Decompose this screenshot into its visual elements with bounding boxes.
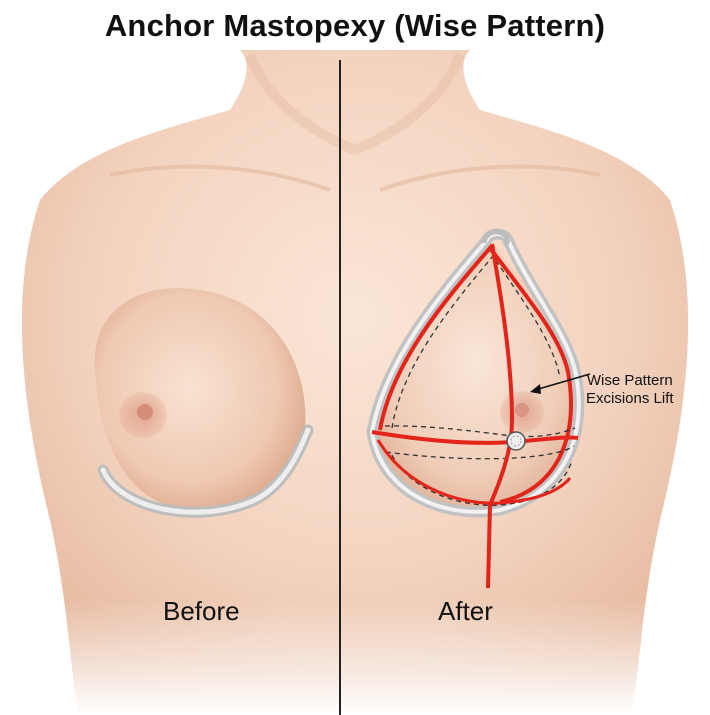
neck-shadow (245, 53, 465, 156)
callout-line-2: Excisions Lift (586, 390, 674, 407)
diagram-title: Anchor Mastopexy (Wise Pattern) (104, 8, 606, 43)
callout-arrow-line (534, 373, 591, 391)
callout-line-1: Wise Pattern (586, 372, 673, 389)
callout-label: Wise Pattern Excisions Lift (586, 372, 674, 408)
before-breast (94, 288, 306, 511)
after-label: After (438, 596, 493, 626)
dashed-lower-curve (391, 454, 573, 506)
before-nipple (137, 404, 153, 420)
keyhole-tip (481, 229, 510, 248)
dashed-horizontal-1 (384, 425, 576, 438)
red-outer-incision (378, 244, 573, 504)
dashed-inner-line (391, 254, 561, 429)
areola-ring-marker (506, 431, 526, 451)
after-nipple (515, 403, 529, 417)
left-clavicle (109, 164, 331, 192)
red-lower-curve (376, 439, 572, 505)
red-vertical-incision (486, 243, 515, 589)
torso-skin (21, 50, 689, 715)
before-label: Before (163, 596, 240, 626)
right-clavicle (379, 164, 601, 192)
callout-arrowhead (530, 384, 541, 394)
